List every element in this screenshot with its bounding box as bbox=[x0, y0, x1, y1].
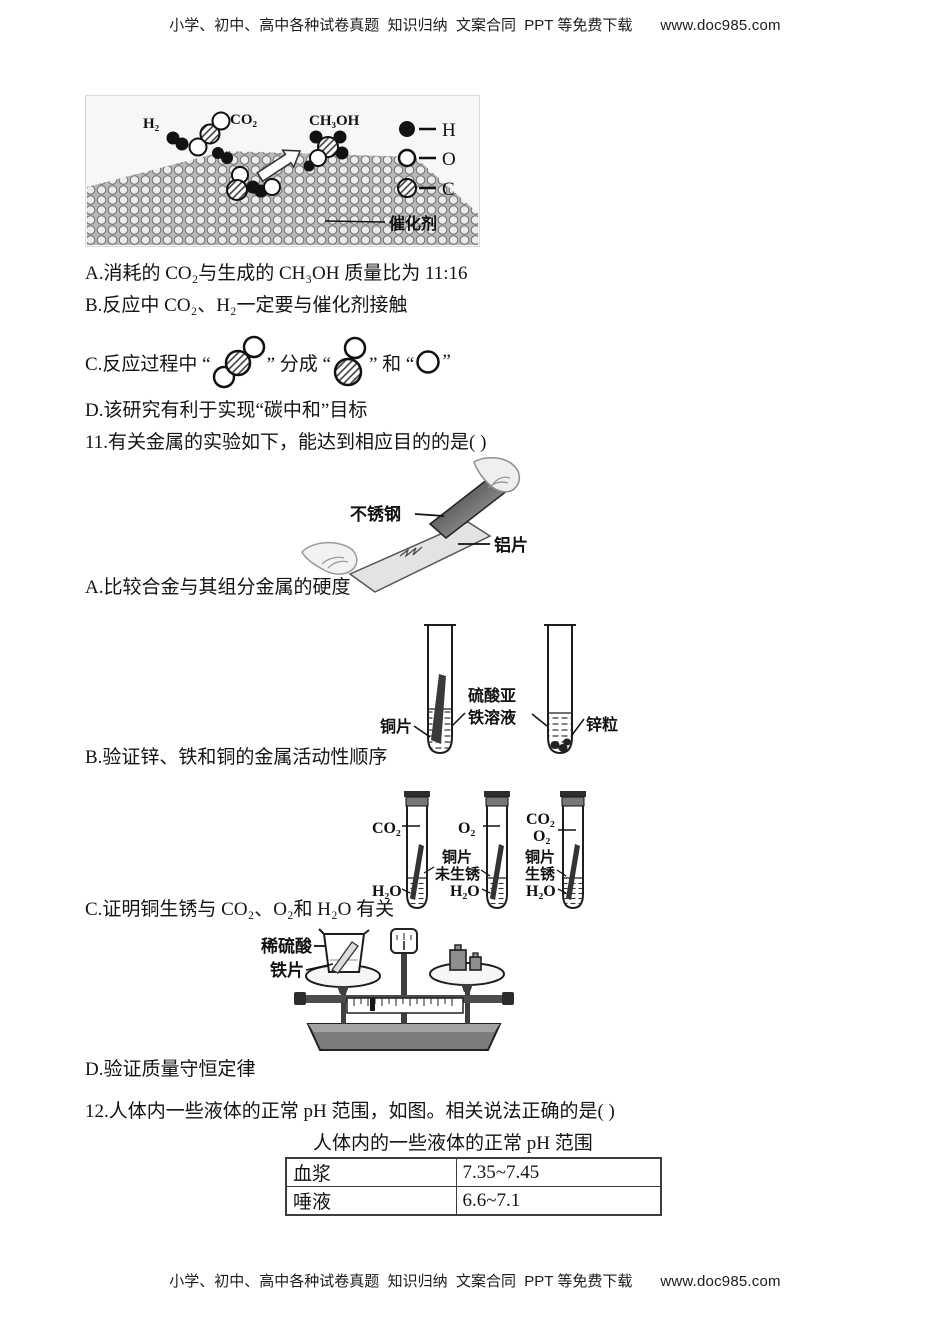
q11-option-a: A.比较合金与其组分金属的硬度 bbox=[85, 577, 351, 598]
q10-option-b: B.反应中 CO₂、H₂一定要与催化剂接触 bbox=[85, 295, 408, 316]
rust-label-1: 铜片 bbox=[525, 848, 555, 866]
q10-option-c-text-1: C.反应过程中 “ bbox=[85, 353, 211, 375]
footer-url-link[interactable]: www.doc985.com bbox=[660, 1273, 781, 1290]
legend: H O C bbox=[397, 120, 456, 200]
copper-rust-figure: CO₂ H₂O O₂ H₂O 铜片 未生锈 CO₂ O₂ 铜片 生锈 H₂O bbox=[372, 791, 586, 910]
catalyst-label: 催化剂 bbox=[389, 214, 437, 233]
q10-option-c-text-2: ” 分成 “ bbox=[266, 353, 331, 375]
ch3oh-molecule bbox=[303, 130, 349, 172]
o-atom-inline-icon bbox=[416, 350, 441, 374]
q11-option-c: C.证明铜生锈与 CO₂、O₂和 H₂O 有关 bbox=[85, 899, 395, 920]
ph-range-table: 血浆 7.35~7.45 唾液 6.6~7.1 bbox=[285, 1157, 662, 1216]
header-url-link[interactable]: www.doc985.com bbox=[660, 17, 781, 34]
legend-h-text: H bbox=[442, 120, 456, 141]
fluid-cell: 唾液 bbox=[285, 1186, 457, 1216]
co2-label: CO₂ bbox=[230, 112, 258, 128]
right-pan bbox=[429, 962, 505, 986]
ch3oh-label: CH₃OH bbox=[309, 113, 360, 129]
aluminum-label: 铝片 bbox=[494, 535, 528, 555]
upper-hand bbox=[473, 457, 521, 493]
rider-scale bbox=[346, 997, 464, 1014]
aluminum-strip bbox=[348, 521, 492, 593]
zinc-granule bbox=[558, 744, 568, 752]
ph-table-title: 人体内的一些液体的正常 pH 范围 bbox=[313, 1133, 593, 1154]
tube3-water-label: H₂O bbox=[526, 883, 556, 900]
balance-scale-figure: 稀硫酸 铁片 bbox=[261, 928, 514, 1051]
q10-option-c: C.反应过程中 “ ” 分成 “ ” 和 “ ” bbox=[85, 333, 451, 391]
metal-activity-figure: 铜片 硫酸亚 铁溶液 锌粒 bbox=[380, 624, 618, 755]
tube3-gas2-label: O₂ bbox=[533, 828, 550, 845]
tube2-water-label: H₂O bbox=[450, 883, 480, 900]
solution-label-line2: 铁溶液 bbox=[468, 708, 517, 727]
legend-c-atom-icon bbox=[397, 178, 417, 198]
page-header: 小学、初中、高中各种试卷真题 知识归纳 文案合同 PPT 等免费下载 www.do… bbox=[0, 14, 950, 35]
steel-label: 不锈钢 bbox=[350, 504, 401, 524]
hardness-scratch-figure: 不锈钢 铝片 bbox=[301, 457, 528, 593]
co-molecule-inline-icon bbox=[333, 336, 367, 387]
right-test-tube bbox=[544, 624, 576, 755]
legend-o-atom-icon bbox=[397, 148, 417, 168]
q11-option-d: D.验证质量守恒定律 bbox=[85, 1059, 256, 1080]
surface-species bbox=[226, 166, 281, 201]
fluid-cell: 血浆 bbox=[285, 1157, 457, 1187]
tube-co2-o2 bbox=[557, 791, 586, 910]
iron-strip bbox=[331, 941, 359, 974]
legend-c-text: C bbox=[442, 179, 455, 200]
tube-o2 bbox=[481, 791, 510, 910]
beaker-with-acid bbox=[318, 928, 370, 974]
lower-hand bbox=[301, 541, 358, 575]
solution-label-line1: 硫酸亚 bbox=[468, 686, 516, 705]
no-rust-label-2: 未生锈 bbox=[434, 865, 480, 883]
left-test-tube bbox=[424, 624, 456, 755]
q11-stem: 11.有关金属的实验如下，能达到相应目的的是( ) bbox=[85, 432, 487, 453]
footer-text: 小学、初中、高中各种试卷真题 知识归纳 文案合同 PPT 等免费下载 bbox=[169, 1273, 633, 1290]
balance-pillar bbox=[401, 952, 407, 1024]
copper-label: 铜片 bbox=[380, 717, 412, 736]
q11-option-b: B.验证锌、铁和铜的金属活动性顺序 bbox=[85, 747, 388, 768]
h2-molecule bbox=[166, 131, 189, 151]
header-text: 小学、初中、高中各种试卷真题 知识归纳 文案合同 PPT 等免费下载 bbox=[169, 17, 633, 34]
q10-option-d: D.该研究有利于实现“碳中和”目标 bbox=[85, 400, 368, 421]
copper-strip bbox=[410, 844, 424, 900]
co2-molecule-inline-icon bbox=[212, 335, 265, 389]
table-row: 血浆 7.35~7.45 bbox=[285, 1157, 662, 1187]
zinc-granule bbox=[563, 738, 571, 746]
rider bbox=[370, 998, 375, 1011]
copper-strip bbox=[490, 844, 504, 900]
iron-label: 铁片 bbox=[270, 960, 304, 980]
zinc-label: 锌粒 bbox=[586, 715, 618, 734]
q10-option-a: A.消耗的 CO₂与生成的 CH₃OH 质量比为 11:16 bbox=[85, 263, 468, 284]
copper-strip bbox=[566, 844, 580, 900]
table-row: 唾液 6.6~7.1 bbox=[285, 1186, 662, 1216]
tube1-gas-label: CO₂ bbox=[372, 820, 401, 837]
q12-stem: 12.人体内一些液体的正常 pH 范围，如图。相关说法正确的是( ) bbox=[85, 1101, 615, 1122]
tube2-gas-label: O₂ bbox=[458, 820, 475, 837]
copper-strip bbox=[431, 674, 446, 744]
adsorbed-h2-molecule bbox=[212, 147, 233, 164]
weights bbox=[449, 944, 482, 971]
rust-label-2: 生锈 bbox=[525, 865, 555, 883]
acid-label: 稀硫酸 bbox=[261, 936, 313, 956]
co2-molecule bbox=[188, 111, 231, 157]
catalyst-pointer-line bbox=[324, 220, 386, 223]
tube-co2 bbox=[401, 791, 430, 910]
catalyst-reaction-figure: H₂ CO₂ CH₃OH H O C bbox=[85, 95, 480, 247]
zinc-granule bbox=[550, 741, 560, 749]
scratch-mark bbox=[399, 546, 423, 558]
h2-label: H₂ bbox=[143, 116, 160, 132]
q10-option-c-text-3: ” 和 “ bbox=[368, 353, 415, 375]
range-cell: 6.6~7.1 bbox=[455, 1186, 662, 1216]
page-footer: 小学、初中、高中各种试卷真题 知识归纳 文案合同 PPT 等免费下载 www.do… bbox=[0, 1270, 950, 1291]
q10-option-c-text-4: ” bbox=[442, 351, 451, 372]
tube3-gas1-label: CO₂ bbox=[526, 811, 555, 828]
range-cell: 7.35~7.45 bbox=[455, 1157, 662, 1187]
legend-h-atom-icon bbox=[399, 121, 415, 137]
no-rust-label-1: 铜片 bbox=[442, 848, 472, 866]
tube1-water-label: H₂O bbox=[372, 883, 402, 900]
legend-o-text: O bbox=[442, 149, 456, 170]
reaction-arrow bbox=[256, 149, 302, 183]
